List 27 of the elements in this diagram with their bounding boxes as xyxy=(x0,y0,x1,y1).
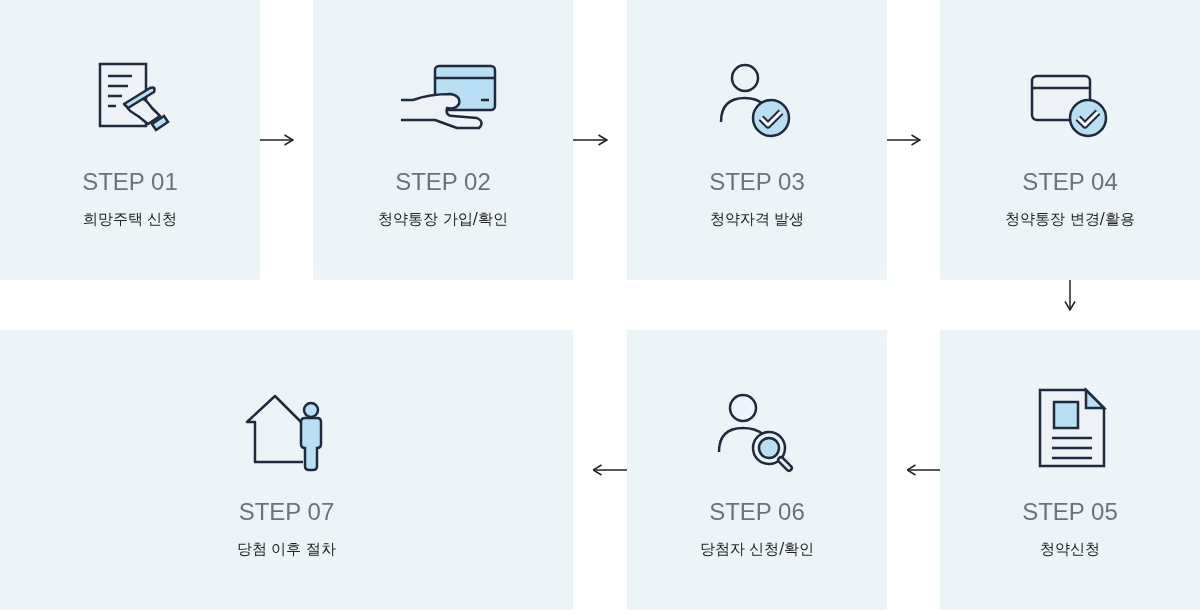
step-panel xyxy=(0,330,573,610)
step-title: 당첨자 신청/확인 xyxy=(699,540,815,559)
step-number: STEP 01 xyxy=(82,168,178,196)
step-title: 희망주택 신청 xyxy=(82,210,178,229)
step-number: STEP 04 xyxy=(1022,168,1118,196)
step-title: 청약신청 xyxy=(1040,540,1100,559)
step-number: STEP 03 xyxy=(709,168,805,196)
step-panel xyxy=(627,330,887,610)
step-number: STEP 02 xyxy=(395,168,491,196)
step-number: STEP 05 xyxy=(1022,498,1118,526)
step-title: 청약통장 가입/확인 xyxy=(378,210,508,229)
arrow xyxy=(259,134,294,146)
step-title: 청약통장 변경/활용 xyxy=(1005,210,1135,229)
step-panel xyxy=(0,0,260,280)
arrow xyxy=(592,464,628,476)
arrow xyxy=(1064,279,1076,311)
step-panel xyxy=(627,0,887,280)
step-panel xyxy=(940,0,1200,280)
step-title: 당첨 이후 절차 xyxy=(236,540,337,559)
arrow xyxy=(906,464,941,476)
arrow xyxy=(886,134,921,146)
step-number: STEP 07 xyxy=(238,498,335,526)
step-panel xyxy=(940,330,1200,610)
step-title: 청약자격 발생 xyxy=(709,210,805,229)
step-panel xyxy=(313,0,573,280)
arrow xyxy=(572,134,608,146)
step-number: STEP 06 xyxy=(709,498,805,526)
